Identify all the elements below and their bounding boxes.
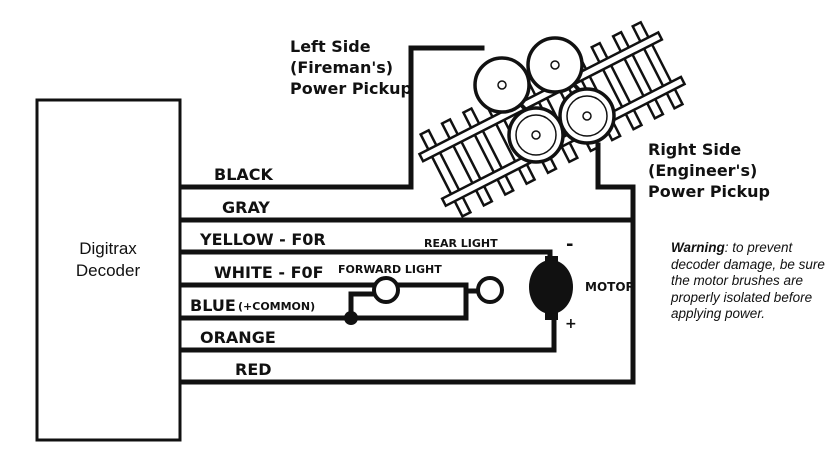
motor-label: MOTOR xyxy=(585,280,635,294)
wire-blue xyxy=(177,291,469,321)
rear-light-label: REAR LIGHT xyxy=(424,237,498,250)
wire-label-gray: GRAY xyxy=(222,198,270,217)
wire-black xyxy=(177,45,485,190)
left-pickup-wheels xyxy=(473,36,587,114)
forward-light-bulb xyxy=(372,276,400,304)
track-rail-top xyxy=(417,30,664,163)
right-pickup-label-3: Power Pickup xyxy=(648,182,770,201)
wire-red xyxy=(177,217,636,385)
warning-text: : to prevent decoder damage, be sure the… xyxy=(671,240,825,321)
motor-plus-label: + xyxy=(565,316,577,332)
wire-label-yellow: YELLOW - F0R xyxy=(199,230,326,249)
decoder-box xyxy=(35,98,182,442)
wire-label-orange: ORANGE xyxy=(200,328,276,347)
left-pickup-label-2: (Fireman's) xyxy=(290,58,393,77)
left-pickup-label-1: Left Side xyxy=(290,37,371,56)
wire-label-blue-common: (+COMMON) xyxy=(238,300,315,313)
wire-gray xyxy=(177,142,636,223)
decoder-label-line2: Decoder xyxy=(76,261,141,280)
wire-label-blue: BLUE xyxy=(190,296,236,315)
decoder-label-line1: Digitrax xyxy=(79,239,137,258)
wire-yellow xyxy=(177,249,553,261)
wire-blue-branch xyxy=(348,291,377,321)
left-pickup-label-3: Power Pickup xyxy=(290,79,412,98)
wire-label-white: WHITE - F0F xyxy=(214,263,324,282)
wire-label-black: BLACK xyxy=(214,165,274,184)
right-pickup-label-2: (Engineer's) xyxy=(648,161,757,180)
right-pickup-label-1: Right Side xyxy=(648,140,741,159)
forward-light-label: FORWARD LIGHT xyxy=(338,263,442,276)
warning-note: Warning: to prevent decoder damage, be s… xyxy=(671,240,831,323)
rear-light-bulb xyxy=(476,276,504,304)
common-junction-dot xyxy=(344,311,358,325)
wire-label-red: RED xyxy=(235,360,272,379)
right-pickup-wheels xyxy=(507,87,616,164)
wire-white xyxy=(177,282,481,294)
wire-orange xyxy=(177,315,557,353)
motor-minus-label: - xyxy=(566,234,573,255)
warning-lead: Warning xyxy=(671,240,725,255)
motor xyxy=(529,256,573,320)
